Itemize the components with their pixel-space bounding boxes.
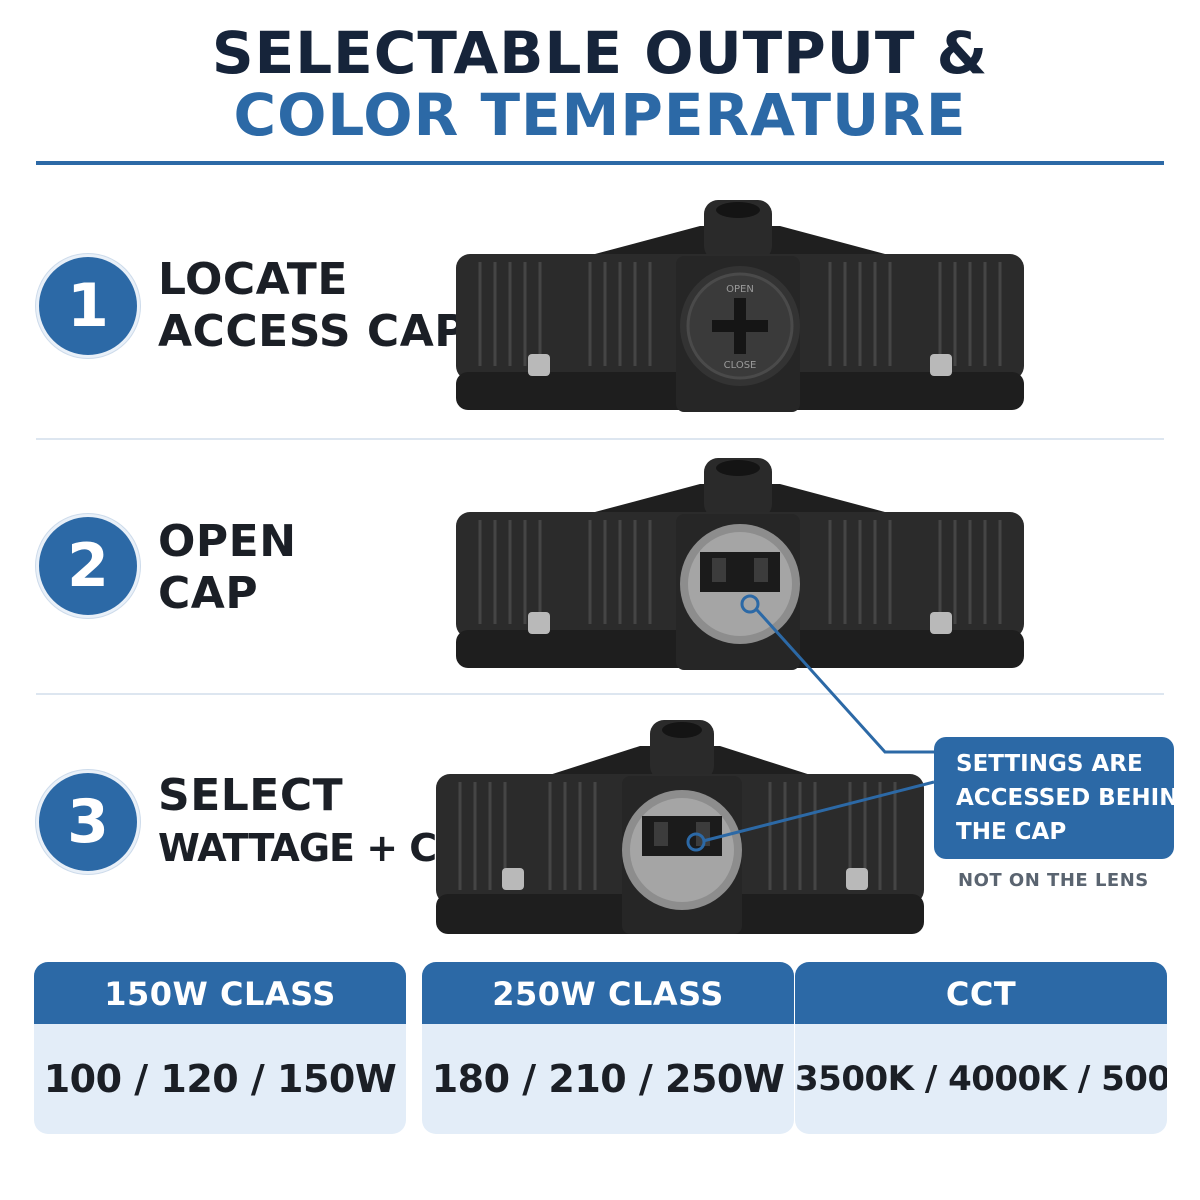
callout-line-3: THE CAP: [956, 819, 1067, 845]
step-3-label: SELECT WATTAGE + CCT: [158, 770, 489, 874]
step-2-line-1: OPEN: [158, 516, 297, 567]
option-card-250w: 250W CLASS 180 / 210 / 250W: [422, 962, 794, 1134]
step-1-badge: 1: [36, 254, 140, 358]
page-title: SELECTABLE OUTPUT & COLOR TEMPERATURE: [0, 22, 1200, 146]
callout-line-2: ACCESSED BEHIND: [956, 785, 1198, 811]
option-card-250w-header: 250W CLASS: [422, 962, 794, 1024]
step-divider-2: [36, 693, 1164, 695]
step-1-label: LOCATE ACCESS CAP: [158, 254, 467, 358]
fixture-closed-cap-image: OPEN CLOSE: [456, 200, 1024, 412]
step-2-badge: 2: [36, 514, 140, 618]
step-2-label: OPEN CAP: [158, 516, 297, 620]
option-card-150w-value: 100 / 120 / 150W: [43, 1057, 397, 1101]
title-line-2: COLOR TEMPERATURE: [233, 81, 967, 149]
step-3-line-1: SELECT: [158, 770, 344, 821]
step-3-line-2: WATTAGE + CCT: [158, 826, 489, 870]
callout-note: NOT ON THE LENS: [958, 870, 1149, 891]
step-2-line-2: CAP: [158, 568, 259, 619]
option-card-250w-value: 180 / 210 / 250W: [431, 1057, 785, 1101]
fixture-open-cap-image: [456, 458, 1024, 670]
step-1-line-1: LOCATE: [158, 254, 348, 305]
cap-open-label: OPEN: [726, 284, 754, 295]
step-divider-1: [36, 438, 1164, 440]
option-card-cct-value: 3500K / 4000K / 5000K: [795, 1059, 1167, 1099]
option-card-150w-header: 150W CLASS: [34, 962, 406, 1024]
settings-callout: SETTINGS ARE ACCESSED BEHIND THE CAP: [934, 737, 1198, 859]
fixture-settings-image: [436, 720, 924, 934]
callout-line-1: SETTINGS ARE: [956, 751, 1143, 777]
cap-close-label: CLOSE: [724, 360, 757, 371]
option-card-150w: 150W CLASS 100 / 120 / 150W: [34, 962, 406, 1134]
title-divider: [36, 161, 1164, 165]
step-1-line-2: ACCESS CAP: [158, 306, 468, 357]
step-3-badge: 3: [36, 770, 140, 874]
option-card-cct-header: CCT: [795, 962, 1167, 1024]
option-card-cct: CCT 3500K / 4000K / 5000K: [795, 962, 1167, 1134]
title-line-1: SELECTABLE OUTPUT &: [211, 19, 989, 87]
